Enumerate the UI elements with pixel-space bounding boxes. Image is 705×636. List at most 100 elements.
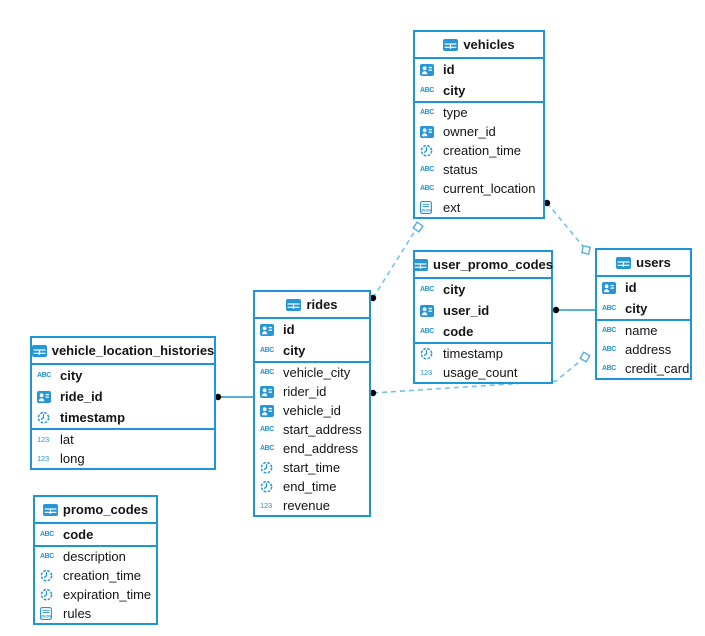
clock-icon [420,347,439,360]
column-row-expiration_time: expiration_time [35,585,156,604]
column-name: vehicle_city [283,365,351,380]
relation-line-rides-to-users [372,356,586,394]
id-badge-icon [602,281,621,294]
relation-line-vehicles-to-users [546,202,587,251]
column-name: code [63,527,94,542]
column-row-vehicle_id: vehicle_id [255,401,369,420]
column-name: name [625,323,658,338]
column-name: creation_time [63,568,142,583]
column-name: city [283,343,306,358]
table-icon [286,298,302,311]
column-name: city [625,301,648,316]
column-row-id: id [415,59,543,80]
relation-endpoint-dot [214,393,222,401]
column-name: user_id [443,303,490,318]
table-name: promo_codes [62,502,149,517]
column-name: vehicle_id [283,403,341,418]
column-name: revenue [283,498,330,513]
text-type-icon: ABC [420,166,434,173]
column-name: timestamp [60,410,126,425]
table-header: users [597,250,690,277]
column-row-revenue: 123 revenue [255,496,369,515]
column-row-user_id: user_id [415,300,551,321]
relation-endpoint-dot [552,306,560,314]
table-icon [31,344,47,357]
column-name: start_address [283,422,362,437]
column-name: credit_card [625,361,690,376]
number-type-icon: 123 [260,500,272,510]
text-type-icon: ABC [420,328,434,335]
text-type-icon: ABC [420,87,434,94]
table-header: vehicle_location_histories [31,338,215,365]
number-type-icon: 123 [420,367,432,377]
column-name: long [60,451,85,466]
column-name: creation_time [443,143,522,158]
id-badge-icon [260,323,279,336]
table-name: vehicles [463,37,515,52]
table-header: user_promo_codes [413,252,553,279]
column-name: id [443,62,455,77]
relation-endpoint-square [579,351,591,363]
column-name: timestamp [443,346,503,361]
json-icon: JSON [40,607,59,620]
table-name: vehicle_location_histories [51,343,215,358]
text-type-icon: ABC [420,109,434,116]
relation-endpoint-dot [369,294,377,302]
column-name: usage_count [443,365,518,380]
column-row-creation_time: creation_time [35,566,156,585]
column-name: rider_id [283,384,327,399]
column-name: id [625,280,637,295]
column-name: status [443,162,478,177]
column-name: end_address [283,441,359,456]
id-badge-icon [260,404,279,417]
column-name: code [443,324,474,339]
text-type-icon: ABC [40,553,54,560]
clock-icon [40,569,59,582]
clock-icon [40,588,59,601]
column-name: start_time [283,460,341,475]
id-badge-icon [420,304,439,317]
text-type-icon: ABC [420,185,434,192]
relation-endpoint-square [412,221,424,233]
column-name: owner_id [443,124,496,139]
table-name: users [636,255,671,270]
column-row-city: ABC city [597,298,690,319]
number-type-icon: 123 [37,434,49,444]
table-icon [443,38,459,51]
column-row-start_time: start_time [255,458,369,477]
text-type-icon: ABC [260,426,274,433]
column-row-code: ABC code [415,321,551,342]
clock-icon [37,411,56,424]
text-type-icon: ABC [260,347,274,354]
table-header: vehicles [415,32,543,59]
column-row-id: id [597,277,690,298]
column-name: city [60,368,83,383]
column-row-end_time: end_time [255,477,369,496]
clock-icon [260,461,279,474]
column-row-status: ABC status [415,160,543,179]
text-type-icon: ABC [602,305,616,312]
